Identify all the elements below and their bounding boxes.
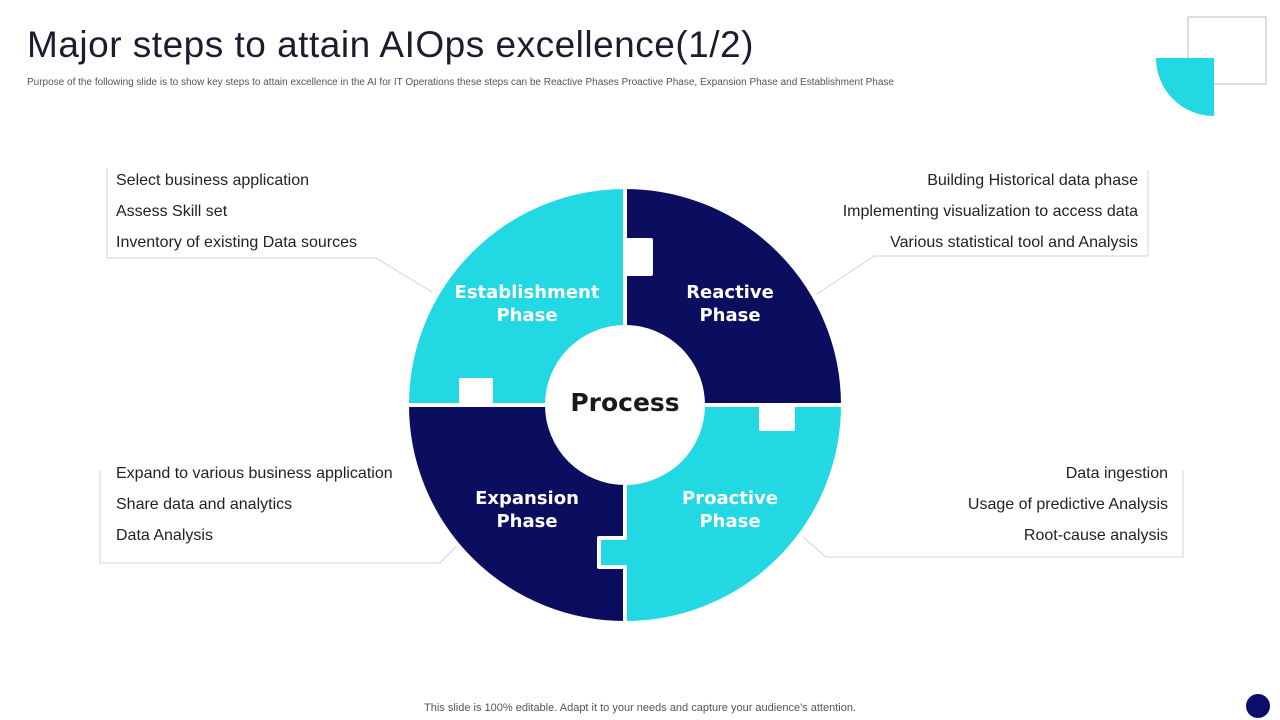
reactive-step: Implementing visualization to access dat… [842, 203, 1138, 220]
slide-title: Major steps to attain AIOps excellence(1… [27, 24, 754, 65]
phase-label-line2: Phase [496, 305, 558, 326]
reactive-step: Various statistical tool and Analysis [890, 234, 1138, 251]
phase-label-expansion: Expansion Phase [442, 487, 612, 533]
page-indicator-dot [1246, 694, 1270, 718]
phase-label-line1: Expansion [475, 488, 579, 509]
corner-decoration [1156, 16, 1267, 116]
establishment-steps-panel: Select business application Assess Skill… [116, 171, 357, 264]
corner-quarter-circle [1156, 58, 1214, 116]
phase-label-line1: Reactive [686, 282, 774, 303]
slide-subtitle: Purpose of the following slide is to sho… [27, 77, 894, 88]
phase-label-line2: Phase [699, 511, 761, 532]
expansion-step: Data Analysis [116, 527, 213, 544]
phase-label-line1: Proactive [682, 488, 778, 509]
establishment-step: Inventory of existing Data sources [116, 234, 358, 251]
phase-label-establishment: Establishment Phase [442, 281, 612, 327]
expansion-steps-panel: Expand to various business application S… [116, 464, 393, 557]
slide-footer-note: This slide is 100% editable. Adapt it to… [424, 702, 856, 714]
process-center-circle [545, 325, 705, 485]
corner-square-outline [1187, 16, 1267, 85]
connector-proactive [802, 470, 1184, 558]
connector-reactive [816, 170, 1149, 295]
phase-label-line2: Phase [699, 305, 761, 326]
phase-label-line1: Establishment [454, 282, 600, 303]
process-center-label: Process [570, 388, 680, 417]
reactive-steps-panel: Building Historical data phase Implement… [843, 171, 1138, 264]
phase-label-reactive: Reactive Phase [645, 281, 815, 327]
proactive-step: Root-cause analysis [1023, 527, 1168, 544]
phase-label-line2: Phase [496, 511, 558, 532]
phase-label-proactive: Proactive Phase [645, 487, 815, 533]
expansion-step: Share data and analytics [116, 496, 293, 513]
connector-establishment [106, 168, 433, 293]
establishment-step: Select business application [116, 172, 310, 189]
proactive-steps-panel: Data ingestion Usage of predictive Analy… [968, 464, 1168, 557]
connector-lines [99, 168, 1184, 564]
expansion-step: Expand to various business application [116, 465, 393, 482]
reactive-step: Building Historical data phase [927, 172, 1138, 189]
establishment-step: Assess Skill set [116, 203, 228, 220]
proactive-step: Data ingestion [1065, 465, 1168, 482]
proactive-step: Usage of predictive Analysis [967, 496, 1168, 513]
connector-expansion [99, 470, 459, 564]
